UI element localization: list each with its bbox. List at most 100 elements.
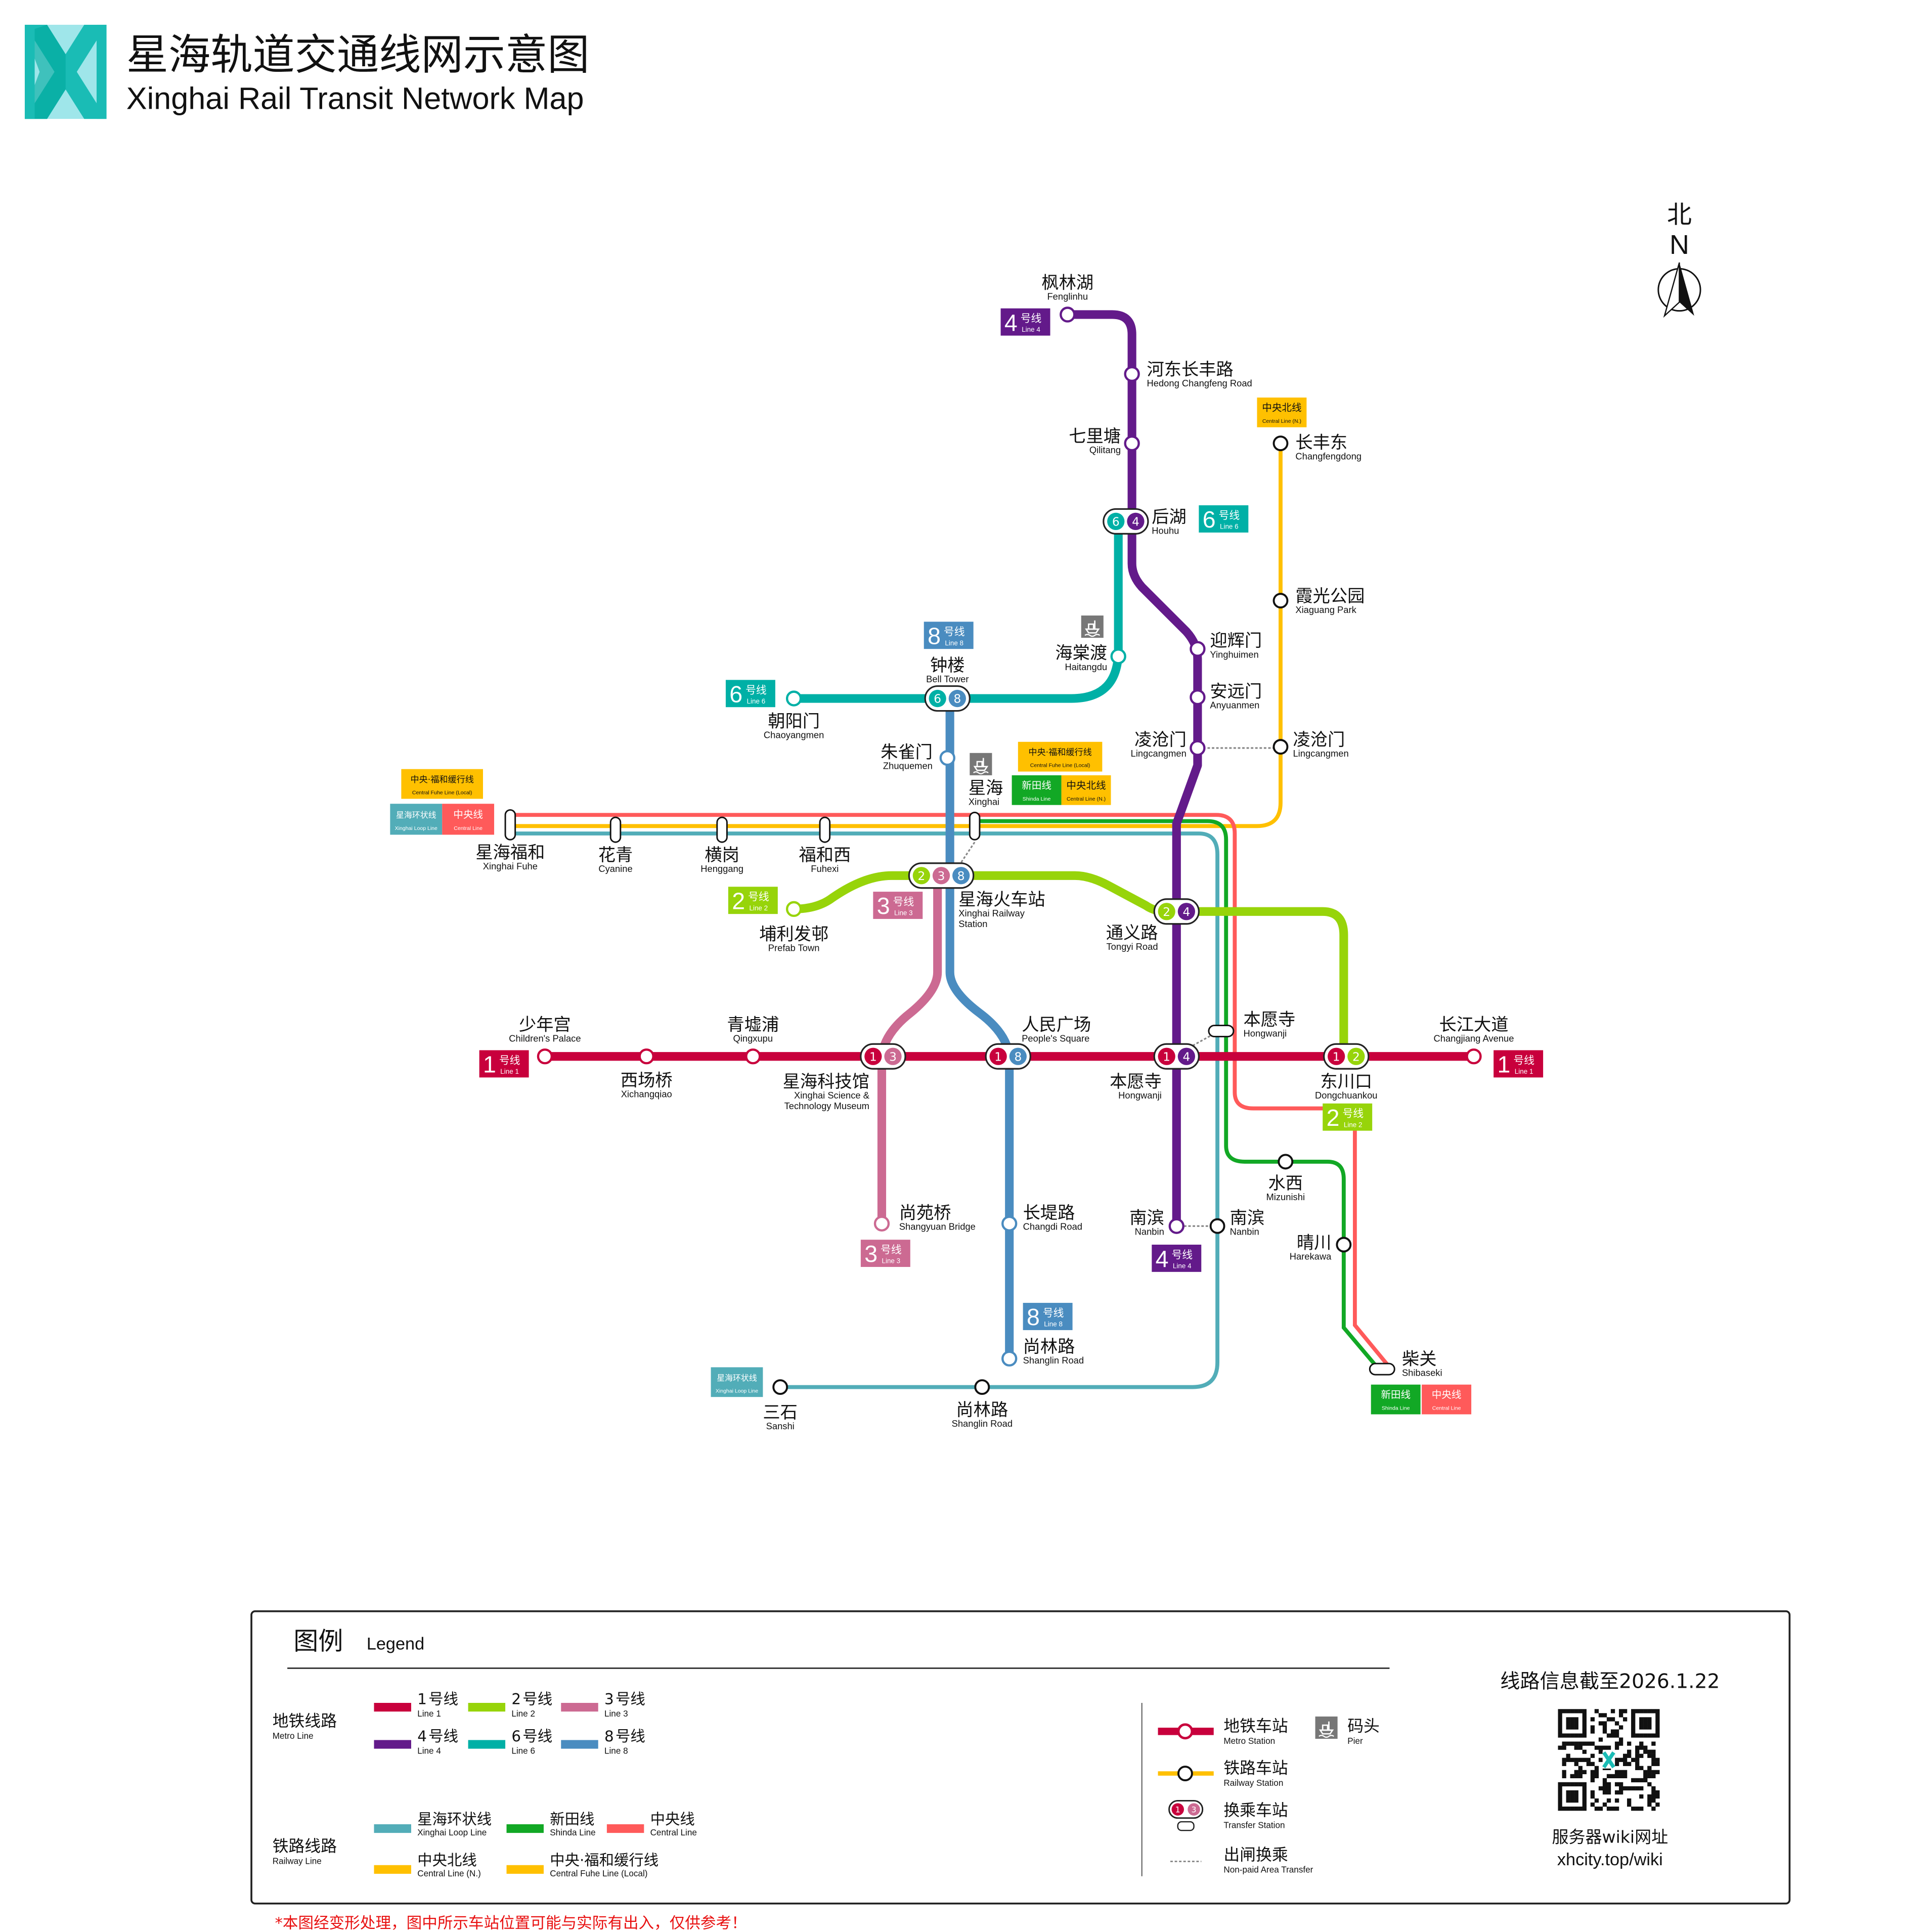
station-name-zh[interactable]: 安远门 xyxy=(1210,682,1262,702)
station-yinghuimen[interactable] xyxy=(1190,641,1206,657)
station-name-zh[interactable]: 七里塘 xyxy=(1069,426,1121,447)
station-harekawa[interactable] xyxy=(1336,1237,1352,1253)
station-shanglin-r[interactable] xyxy=(974,1379,990,1395)
station-name-zh[interactable]: 河东长丰路 xyxy=(1147,360,1234,380)
station-name-zh[interactable]: 福和西 xyxy=(799,845,851,865)
station-name-zh[interactable]: 东川口 xyxy=(1320,1072,1372,1092)
station-name-zh[interactable]: 长丰东 xyxy=(1295,432,1347,453)
station-nanbin-r[interactable] xyxy=(1209,1218,1225,1234)
station-mizunishi[interactable] xyxy=(1278,1154,1294,1170)
station-zhuquemen[interactable] xyxy=(939,750,955,766)
station-changdi[interactable] xyxy=(1001,1215,1018,1232)
station-name-zh[interactable]: 星海科技馆 xyxy=(783,1072,869,1092)
station-name-zh[interactable]: 通义路 xyxy=(1106,923,1158,943)
station-name-zh[interactable]: 青墟浦 xyxy=(727,1015,779,1035)
station-childrens[interactable] xyxy=(537,1048,553,1065)
station-name-zh[interactable]: 星海火车站 xyxy=(958,890,1045,910)
station-name-zh[interactable]: 花青 xyxy=(598,845,633,865)
station-name-zh[interactable]: 海棠渡 xyxy=(1055,643,1107,664)
station-name-zh[interactable]: 水西 xyxy=(1268,1173,1303,1194)
station-name-zh[interactable]: 横岗 xyxy=(705,845,739,865)
station-name-zh[interactable]: 长堤路 xyxy=(1023,1203,1075,1223)
station-hongwanji-r[interactable] xyxy=(1208,1025,1235,1038)
wiki-url-link[interactable]: xhcity.top/wiki xyxy=(1557,1850,1663,1869)
station-name-zh[interactable]: 尚林路 xyxy=(1023,1337,1075,1357)
wiki-qr-code[interactable] xyxy=(1558,1709,1660,1811)
station-name-zh[interactable]: 南滨 xyxy=(1129,1208,1164,1228)
station-shibaseki[interactable] xyxy=(1369,1363,1395,1376)
station-chaoyangmen[interactable] xyxy=(785,690,802,707)
station-name-zh[interactable]: 霞光公园 xyxy=(1295,586,1365,606)
station-name-zh[interactable]: 尚苑桥 xyxy=(899,1203,951,1223)
station-name-zh[interactable]: 凌沧门 xyxy=(1134,730,1187,750)
station-name-zh[interactable]: 西场桥 xyxy=(621,1071,673,1091)
station-name-zh[interactable]: 柴关 xyxy=(1402,1349,1437,1369)
station-xichangqiao[interactable] xyxy=(638,1048,654,1065)
station-name-zh[interactable]: 少年宫 xyxy=(519,1015,571,1035)
station-name-zh[interactable]: 后湖 xyxy=(1152,507,1187,527)
station-name-zh[interactable]: 埔利发邨 xyxy=(759,925,828,945)
station-xinghai-fuhe[interactable] xyxy=(504,809,516,841)
station-name-zh[interactable]: 本愿寺 xyxy=(1244,1010,1296,1030)
station-lingcangmen-r[interactable] xyxy=(1272,739,1289,755)
station-nanbin-m[interactable] xyxy=(1168,1218,1184,1234)
station-lingcangmen-m[interactable] xyxy=(1190,740,1206,756)
station-name-zh[interactable]: 朝阳门 xyxy=(768,711,820,731)
station-name-zh[interactable]: 星海福和 xyxy=(475,843,545,863)
station-xiaguang[interactable] xyxy=(1272,593,1289,609)
station-name-zh[interactable]: 人民广场 xyxy=(1022,1015,1091,1035)
station-fenglinhu[interactable] xyxy=(1060,306,1076,323)
station-shangyuan[interactable] xyxy=(873,1215,890,1232)
